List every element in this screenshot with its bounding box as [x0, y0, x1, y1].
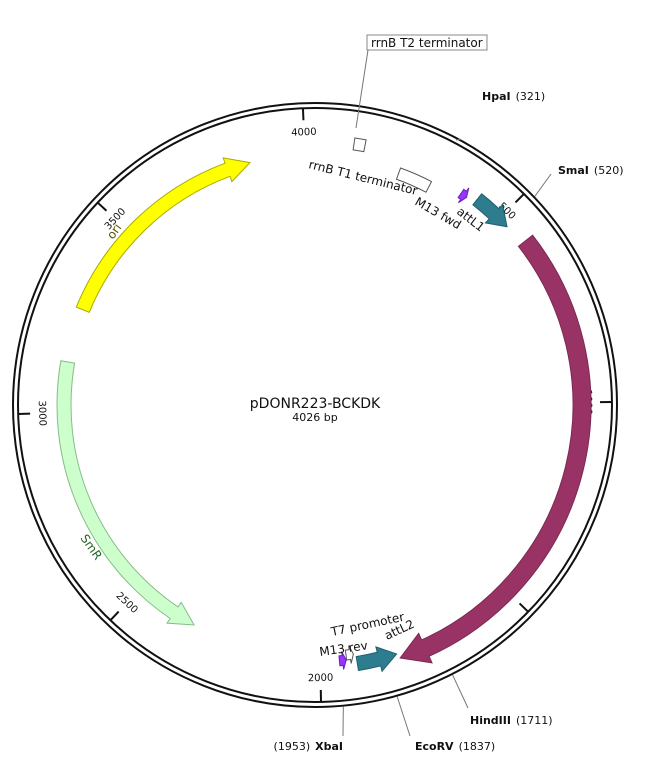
- backbone-outer-ring: [12, 102, 618, 708]
- feature-rrnbt2[interactable]: [352, 137, 367, 153]
- tick-3500: [96, 201, 108, 212]
- feature-bckdk[interactable]: [399, 234, 592, 664]
- site-label-hpai[interactable]: HpaI(321): [482, 90, 545, 103]
- plasmid-size: 4026 bp: [292, 411, 337, 424]
- feature-m13rev[interactable]: [338, 651, 347, 670]
- site-label-xbai[interactable]: (1953)XbaI: [274, 740, 343, 753]
- site-label-hindiii[interactable]: HindIII(1711): [470, 714, 553, 727]
- label-m13-rev: M13 rev: [318, 638, 368, 659]
- tick-label-3000: 3000: [36, 400, 48, 426]
- label-rrnb-t2: rrnB T2 terminator: [371, 36, 483, 50]
- site-leader-hindiii: [452, 674, 469, 709]
- feature-ori[interactable]: [75, 157, 251, 314]
- tick-500: [514, 193, 525, 204]
- feature-m13fwd[interactable]: [457, 187, 470, 204]
- feature-arcs: [56, 137, 592, 673]
- tick-2500: [109, 610, 120, 621]
- feature-rrnbt1[interactable]: [395, 167, 433, 193]
- rrnb-t2-callout-box: [366, 34, 488, 51]
- plasmid-name: pDONR223-BCKDK: [250, 396, 381, 412]
- rrnb-t2-leader: [355, 49, 369, 129]
- feature-labels: rrnB T2 terminator rrnB T1 terminator M1…: [78, 34, 575, 659]
- tick-label-2000: 2000: [308, 673, 334, 685]
- tick-label-4000: 4000: [291, 127, 317, 139]
- backbone-inner-ring: [17, 107, 613, 703]
- site-label-ecorv[interactable]: EcoRV(1837): [415, 740, 495, 753]
- site-leader-hpai: [455, 138, 461, 141]
- feature-smr[interactable]: [56, 360, 196, 626]
- site-leader-ecorv: [396, 696, 411, 737]
- feature-t7[interactable]: [344, 645, 354, 664]
- feature-attl1[interactable]: [472, 193, 508, 228]
- site-label-smai[interactable]: SmaI(520): [558, 164, 624, 177]
- tick-1500: [518, 602, 529, 613]
- site-leader-smai: [534, 173, 552, 197]
- restriction-sites: HpaI(321) SmaI(520) HindIII(1711) EcoRV(183…: [274, 90, 624, 753]
- feature-attl2[interactable]: [355, 646, 398, 673]
